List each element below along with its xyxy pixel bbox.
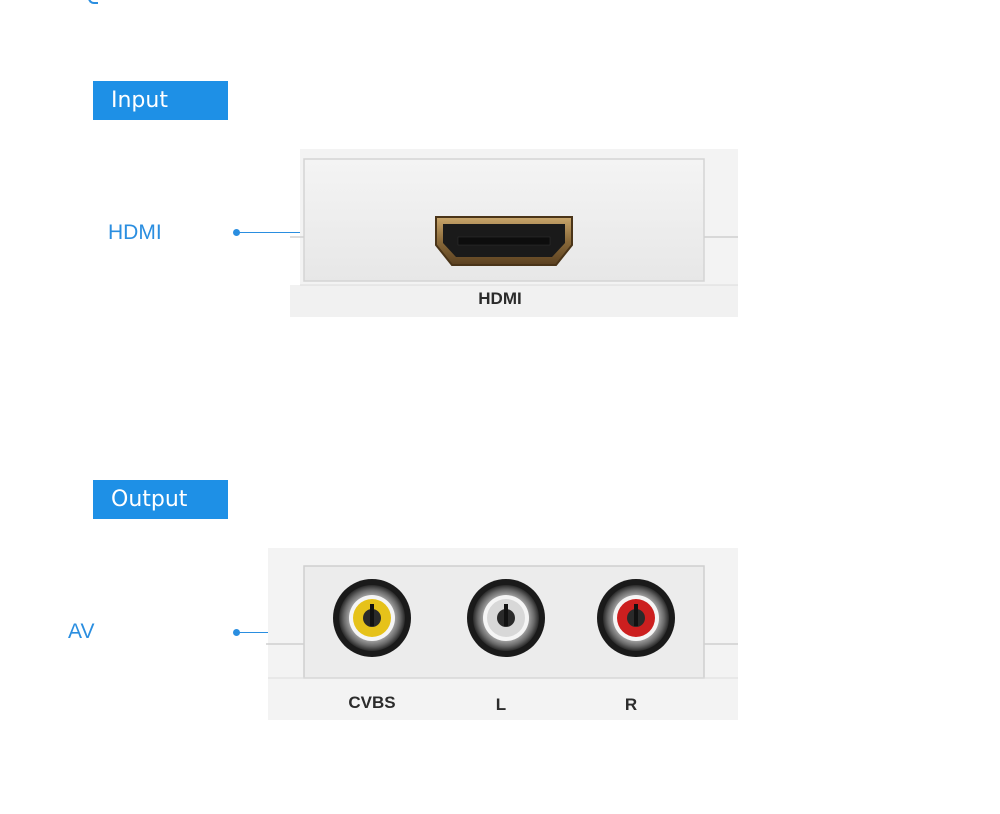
input-leader-dot <box>233 229 240 236</box>
output-leader-dot <box>233 629 240 636</box>
input-side-label: HDMI <box>108 221 162 244</box>
r-jack <box>597 579 675 657</box>
l-caption: L <box>495 695 507 714</box>
input-badge: Input <box>93 81 228 120</box>
output-side-label: AV <box>68 620 95 643</box>
hdmi-input-device <box>290 149 738 317</box>
av-output-device <box>266 548 738 720</box>
cvbs-caption: CVBS <box>348 693 396 712</box>
cvbs-jack <box>333 579 411 657</box>
l-jack <box>467 579 545 657</box>
output-badge: Output <box>93 480 228 519</box>
top-edge-mark <box>88 0 98 4</box>
input-badge-label: Input <box>111 88 168 113</box>
hdmi-port-caption: HDMI <box>478 289 522 308</box>
r-caption: R <box>624 695 638 714</box>
output-badge-label: Output <box>111 487 188 512</box>
